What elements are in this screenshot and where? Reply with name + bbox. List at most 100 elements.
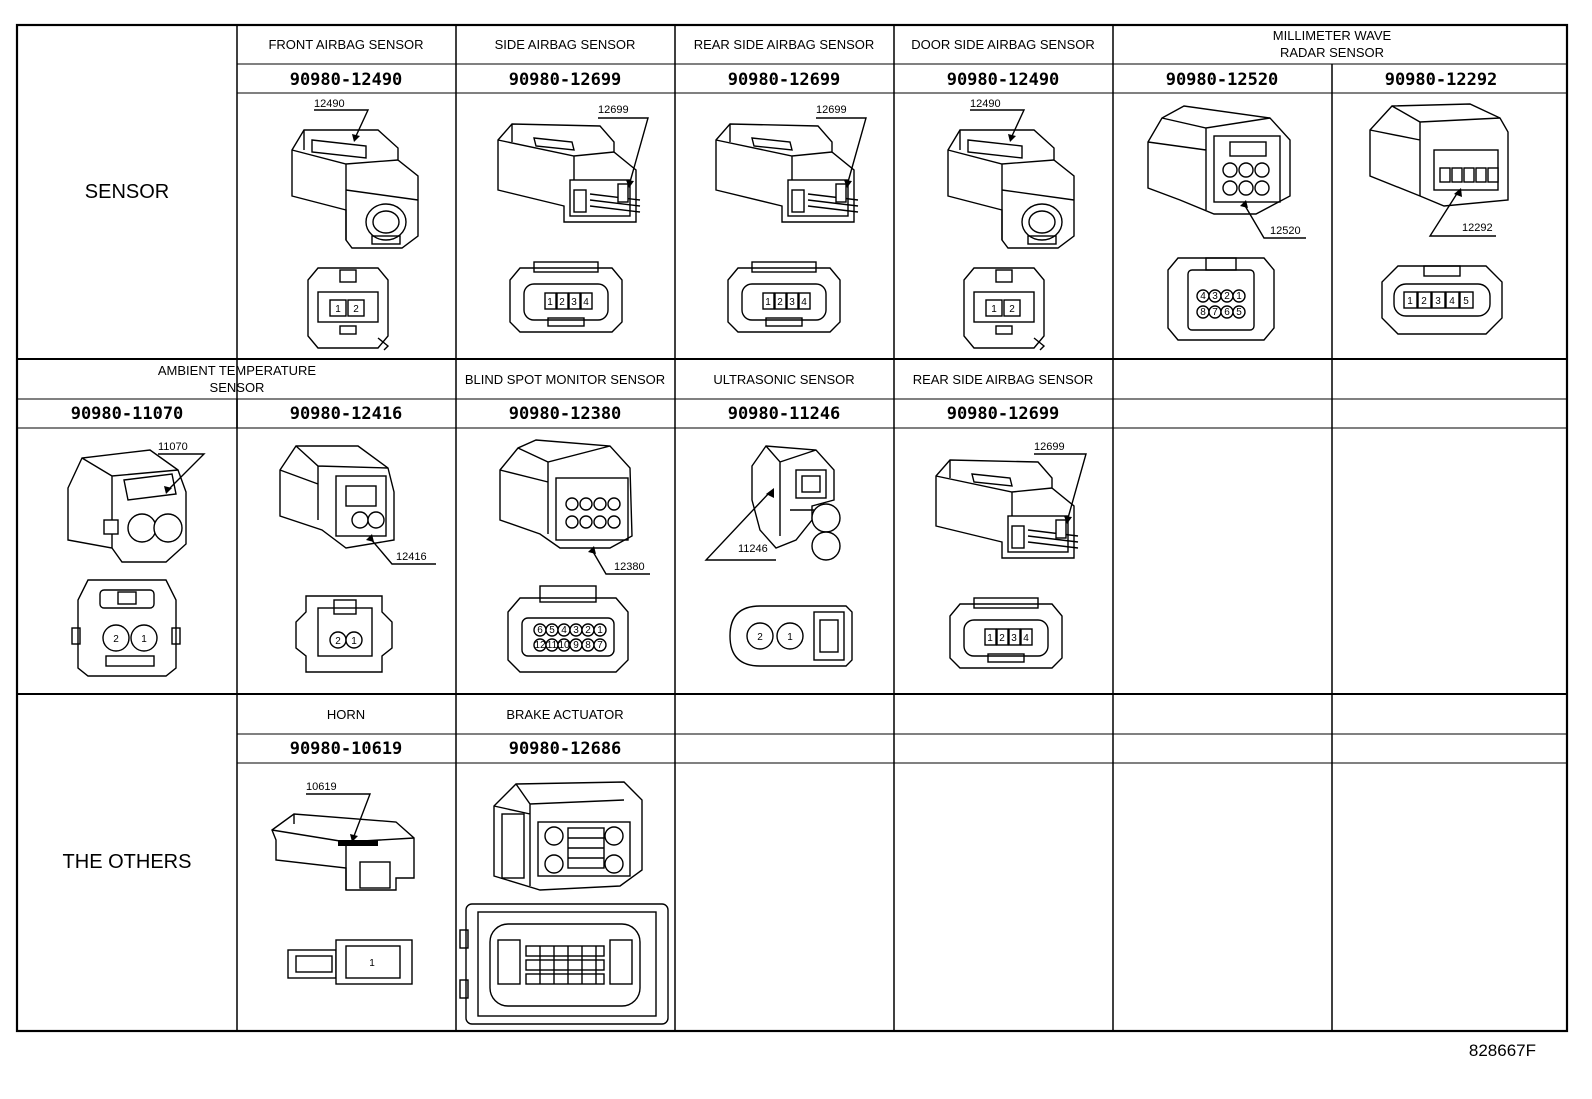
connector-drawing-12490 (947, 129, 1075, 249)
section-label-others: THE OTHERS (63, 851, 192, 873)
callout-label: 12490 (314, 98, 345, 110)
pin-number: 4 (583, 297, 589, 308)
pin-number: 2 (353, 304, 359, 315)
pin-number: 8 (1200, 307, 1206, 318)
connector-face-12416: 2 1 (295, 595, 393, 673)
pin-number: 1 (1236, 291, 1242, 302)
label-millimeter-wave-line1: MILLIMETER WAVE (1273, 28, 1392, 43)
pin-number: 7 (1212, 307, 1218, 318)
pin-number: 2 (585, 625, 591, 636)
label-rear-side-airbag-sensor: REAR SIDE AIRBAG SENSOR (694, 37, 875, 52)
connector-face-12699: 1 2 3 4 (509, 261, 623, 333)
connector-face-12686 (459, 903, 669, 1025)
connector-face-12490: 1 2 (307, 267, 390, 351)
label-rear-side-airbag-sensor-2: REAR SIDE AIRBAG SENSOR (913, 372, 1094, 387)
callout-label: 12380 (614, 561, 645, 573)
callout-leader (306, 793, 372, 837)
connector-drawing-12520 (1147, 105, 1291, 215)
part-number: 90980-12490 (947, 70, 1060, 90)
callout-arrow (1064, 516, 1072, 524)
callout-leader (158, 453, 206, 491)
callout-label: 12520 (1270, 225, 1301, 237)
callout-label: 11246 (738, 543, 768, 555)
pin-number: 3 (573, 625, 579, 636)
pin-number: 1 (547, 297, 553, 308)
pin-number: 9 (573, 640, 579, 651)
callout-leader (1034, 453, 1087, 519)
pin-number: 2 (335, 636, 341, 647)
pin-number: 1 (991, 304, 997, 315)
pin-number: 4 (1200, 291, 1206, 302)
connector-face-12380: 6 5 4 3 2 1 12 11 10 9 8 7 (507, 585, 629, 673)
connector-face-11246: 2 1 (729, 605, 853, 667)
connector-drawing-11246 (751, 445, 841, 561)
part-number: 90980-12490 (290, 70, 403, 90)
pin-number: 2 (757, 632, 763, 643)
pin-number: 4 (561, 625, 567, 636)
connector-drawing-12686 (493, 781, 643, 891)
pin-number: 2 (1224, 291, 1230, 302)
part-number: 90980-12686 (509, 739, 622, 759)
callout-arrow (366, 534, 374, 542)
connector-drawing-12490 (291, 129, 419, 249)
callout-leader (591, 549, 650, 575)
label-horn: HORN (327, 707, 365, 722)
connector-face-12699: 1 2 3 4 (949, 597, 1063, 669)
label-ambient-temp-line1: AMBIENT TEMPERATURE (158, 363, 317, 378)
pin-number: 3 (1435, 296, 1441, 307)
table-grid (15, 23, 1569, 1033)
pin-number: 4 (1023, 633, 1029, 644)
callout-leader (314, 109, 370, 137)
connector-face-10619: 1 (287, 939, 413, 985)
connector-drawing-12699 (715, 123, 859, 223)
part-number: 90980-12520 (1166, 70, 1279, 90)
pin-number: 2 (777, 297, 783, 308)
figure-id: 828667F (1469, 1041, 1536, 1060)
callout-label: 12699 (1034, 441, 1065, 453)
callout-arrow (352, 134, 360, 142)
pin-number: 1 (351, 636, 357, 647)
pin-number: 1 (597, 625, 603, 636)
section-label-sensor: SENSOR (85, 181, 169, 203)
part-number: 90980-12292 (1385, 70, 1498, 90)
pin-number: 5 (1236, 307, 1242, 318)
callout-label: 12416 (396, 551, 427, 563)
callout-leader (704, 491, 776, 561)
callout-leader (816, 117, 867, 183)
pin-number: 6 (1224, 307, 1230, 318)
part-number: 90980-12699 (728, 70, 841, 90)
label-millimeter-wave-line2: RADAR SENSOR (1280, 45, 1384, 60)
connector-drawing-12380 (499, 439, 633, 549)
callout-label: 12490 (970, 98, 1001, 110)
connector-drawing-12292 (1369, 103, 1509, 207)
callout-arrow (588, 546, 596, 554)
pin-number: 5 (1463, 296, 1469, 307)
callout-arrow (1454, 188, 1462, 197)
pin-number: 2 (559, 297, 565, 308)
callout-leader (1428, 191, 1496, 237)
pin-number: 1 (1407, 296, 1413, 307)
connector-face-12699: 1 2 3 4 (727, 261, 841, 333)
label-door-side-airbag-sensor: DOOR SIDE AIRBAG SENSOR (911, 37, 1095, 52)
pin-number: 12 (534, 640, 546, 651)
pin-number: 4 (801, 297, 807, 308)
callout-leader (970, 109, 1026, 137)
callout-label: 11070 (158, 441, 188, 453)
connector-drawing-10619 (271, 813, 415, 891)
pin-number: 1 (335, 304, 341, 315)
callout-arrow (1008, 134, 1016, 142)
pin-number: 11 (547, 640, 558, 651)
callout-label: 12699 (598, 104, 629, 116)
callout-leader (369, 537, 436, 565)
part-number: 90980-12380 (509, 404, 622, 424)
label-front-airbag-sensor: FRONT AIRBAG SENSOR (268, 37, 423, 52)
pin-number: 8 (585, 640, 591, 651)
callout-label: 12292 (1462, 222, 1493, 234)
callout-arrow (766, 488, 774, 498)
pin-number: 1 (369, 958, 375, 969)
connector-drawing-12699 (935, 459, 1079, 559)
pin-number: 4 (1449, 296, 1455, 307)
pin-number: 7 (597, 640, 603, 651)
label-blind-spot-monitor-sensor: BLIND SPOT MONITOR SENSOR (465, 372, 665, 387)
